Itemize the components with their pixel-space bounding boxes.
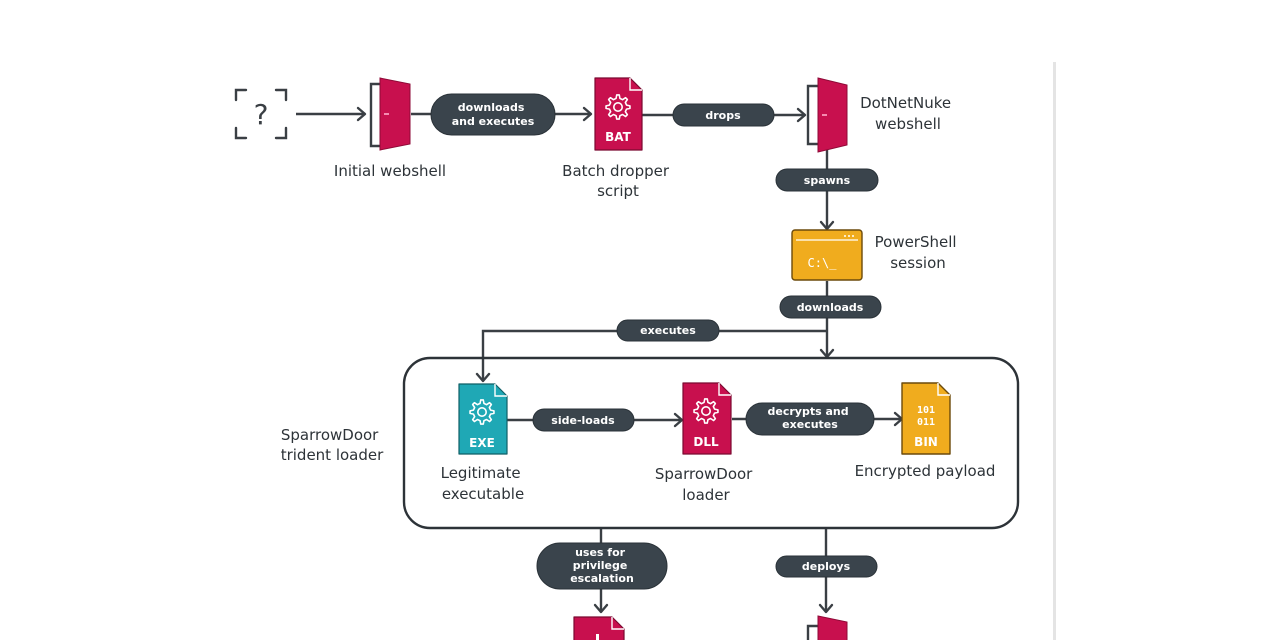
file-icon [573, 616, 625, 640]
batch-dropper-node: BAT Batch dropper script [562, 77, 674, 200]
pill-text-line: spawns [804, 174, 851, 187]
pill-text-line: downloads [797, 301, 864, 314]
file-gear-icon: BAT [594, 77, 643, 151]
sparrowdoor-loader-label-line-1: SparrowDoor [655, 465, 753, 483]
pill-text-line: executes [782, 418, 838, 431]
encrypted-payload-node: 101 011 BIN Encrypted payload [855, 382, 996, 480]
pill-text-line: deploys [802, 560, 851, 573]
arrow-head-icon [818, 603, 834, 614]
sparrowdoor-loader-label: SparrowDoor loader [655, 465, 757, 504]
edge-label-decrypts-and-executes: decrypts and executes [745, 402, 875, 436]
legitimate-executable-label: Legitimate executable [441, 464, 526, 503]
encrypted-payload-label: Encrypted payload [855, 462, 996, 480]
group-label-line-1: SparrowDoor [281, 426, 379, 444]
batch-dropper-label: Batch dropper script [562, 162, 674, 200]
edge-label-downloads: downloads [779, 295, 882, 319]
batch-dropper-label-line-1: Batch dropper [562, 162, 670, 180]
dotnetnuke-webshell-node: DotNetNuke webshell [806, 77, 956, 153]
powershell-label-line-1: PowerShell [875, 233, 957, 251]
edge-label-privilege-escalation: uses for privilege escalation [536, 542, 668, 590]
exe-badge: EXE [469, 436, 495, 450]
initial-webshell-node: Initial webshell [334, 77, 446, 180]
edge-label-executes: executes [616, 319, 720, 342]
group-label-line-2: trident loader [281, 446, 384, 464]
door-icon [806, 77, 848, 153]
file-gear-icon: EXE [458, 383, 508, 455]
svg-text:uses for privilege: uses for privilege escalation [570, 546, 634, 585]
dnn-webshell-label-line-1: DotNetNuke [860, 94, 951, 112]
question-mark-glyph: ? [254, 98, 269, 131]
privilege-escalation-file-node [573, 616, 625, 640]
edge-label-deploys: deploys [775, 555, 878, 578]
pill-text-line: decrypts and [768, 405, 849, 418]
door-icon [806, 615, 848, 640]
door-icon [369, 77, 411, 151]
edge-label-downloads-and-executes: downloads and executes [430, 93, 556, 136]
deployed-webshell-node [806, 615, 848, 640]
arrow-head-icon [796, 107, 807, 123]
pill-text-line: uses for [575, 546, 626, 559]
pill-text-line: and executes [452, 115, 535, 128]
svg-text:downloads and executes: downloads and executes [452, 101, 535, 128]
dll-badge: DLL [693, 435, 719, 449]
binary-digits-row-1: 101 [917, 405, 935, 416]
binary-digits-row-2: 011 [917, 417, 935, 428]
powershell-label-line-2: session [890, 254, 946, 272]
bin-badge: BIN [914, 435, 938, 449]
sparrowdoor-trident-loader-group [402, 356, 1020, 530]
file-binary-icon: 101 011 BIN [901, 382, 951, 455]
dnn-webshell-label: DotNetNuke webshell [860, 94, 956, 133]
terminal-window-icon: C:\_ [791, 229, 863, 281]
edge-label-spawns: spawns [775, 168, 879, 192]
legitimate-executable-label-line-2: executable [442, 485, 524, 503]
svg-text:decrypts and executes: decrypts and executes [768, 405, 853, 431]
bat-badge: BAT [605, 130, 632, 144]
question-mark-icon [234, 88, 288, 140]
legitimate-executable-node: EXE Legitimate executable [441, 383, 526, 503]
pill-text-line: executes [640, 324, 696, 337]
edge-label-drops: drops [672, 103, 775, 127]
arrow-head-icon [475, 372, 491, 383]
arrow-head-icon [582, 106, 593, 122]
batch-dropper-label-line-2: script [597, 182, 639, 200]
arrow-head-icon [819, 220, 835, 231]
group-label: SparrowDoor trident loader [281, 426, 384, 464]
legitimate-executable-label-line-1: Legitimate [441, 464, 521, 482]
arrow-head-icon [673, 412, 684, 428]
arrow-head-icon [356, 106, 367, 122]
edge-label-side-loads: side-loads [532, 408, 635, 432]
pill-text-line: drops [705, 109, 741, 122]
powershell-label: PowerShell session [875, 233, 962, 272]
sparrowdoor-loader-label-line-2: loader [682, 486, 730, 504]
unknown-origin-node: ? [234, 88, 288, 140]
arrow-head-icon [593, 603, 609, 614]
pill-text-line: privilege [573, 559, 628, 572]
initial-webshell-label: Initial webshell [334, 162, 446, 180]
page-divider [1053, 62, 1056, 640]
sparrowdoor-loader-node: DLL SparrowDoor loader [655, 382, 757, 504]
pill-text-line: side-loads [551, 414, 615, 427]
pill-text-line: escalation [570, 572, 634, 585]
pill-text-line: downloads [458, 101, 525, 114]
dnn-webshell-label-line-2: webshell [875, 115, 941, 133]
terminal-prompt: C:\_ [808, 256, 838, 270]
powershell-session-node: C:\_ PowerShell session [791, 229, 962, 281]
file-gear-icon: DLL [682, 382, 732, 455]
